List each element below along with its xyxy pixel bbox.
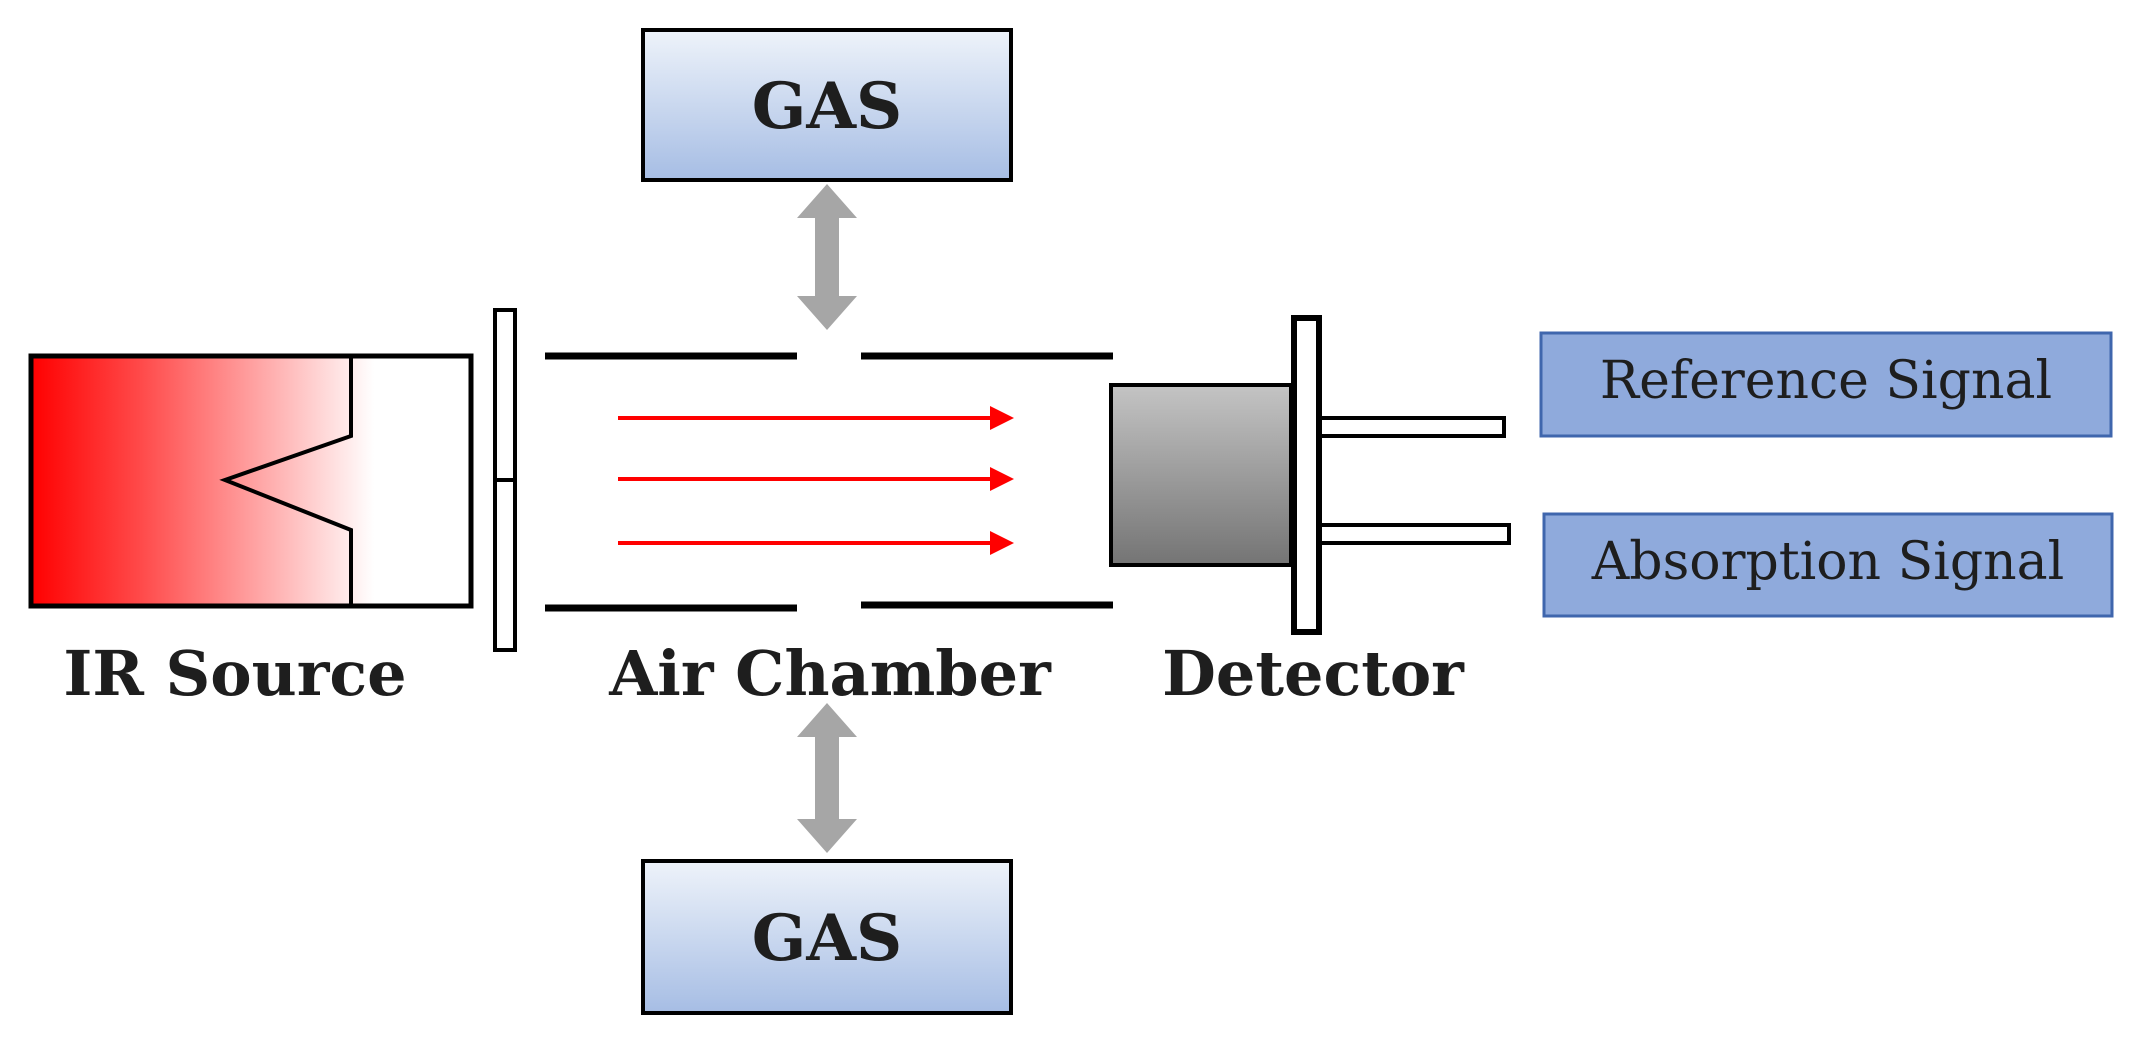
gas-label-bottom: GAS bbox=[752, 901, 903, 976]
gas-label-top: GAS bbox=[752, 69, 903, 144]
reference-signal-box: Reference Signal bbox=[1539, 331, 2113, 438]
absorption-pin bbox=[1318, 523, 1511, 545]
filament-icon bbox=[219, 356, 353, 606]
air-chamber-label: Air Chamber bbox=[608, 637, 1052, 710]
air-chamber bbox=[545, 352, 1113, 612]
absorption-signal-box: Absorption Signal bbox=[1542, 512, 2114, 618]
detector-flange bbox=[1291, 315, 1322, 635]
detector bbox=[1109, 315, 1511, 635]
detector-body bbox=[1109, 383, 1293, 567]
gas-box-bottom: GAS bbox=[641, 859, 1013, 1015]
ir-source-label: IR Source bbox=[63, 637, 406, 710]
gas-flow-top-icon bbox=[797, 184, 857, 330]
absorption-signal-label: Absorption Signal bbox=[1591, 532, 2065, 592]
gas-flow-bottom-icon bbox=[797, 703, 857, 853]
detector-label: Detector bbox=[1162, 637, 1465, 710]
reference-signal-label: Reference Signal bbox=[1600, 351, 2052, 411]
source-window bbox=[493, 308, 517, 652]
gas-box-top: GAS bbox=[641, 28, 1013, 182]
reference-pin bbox=[1318, 416, 1506, 438]
ir-source bbox=[28, 353, 474, 609]
